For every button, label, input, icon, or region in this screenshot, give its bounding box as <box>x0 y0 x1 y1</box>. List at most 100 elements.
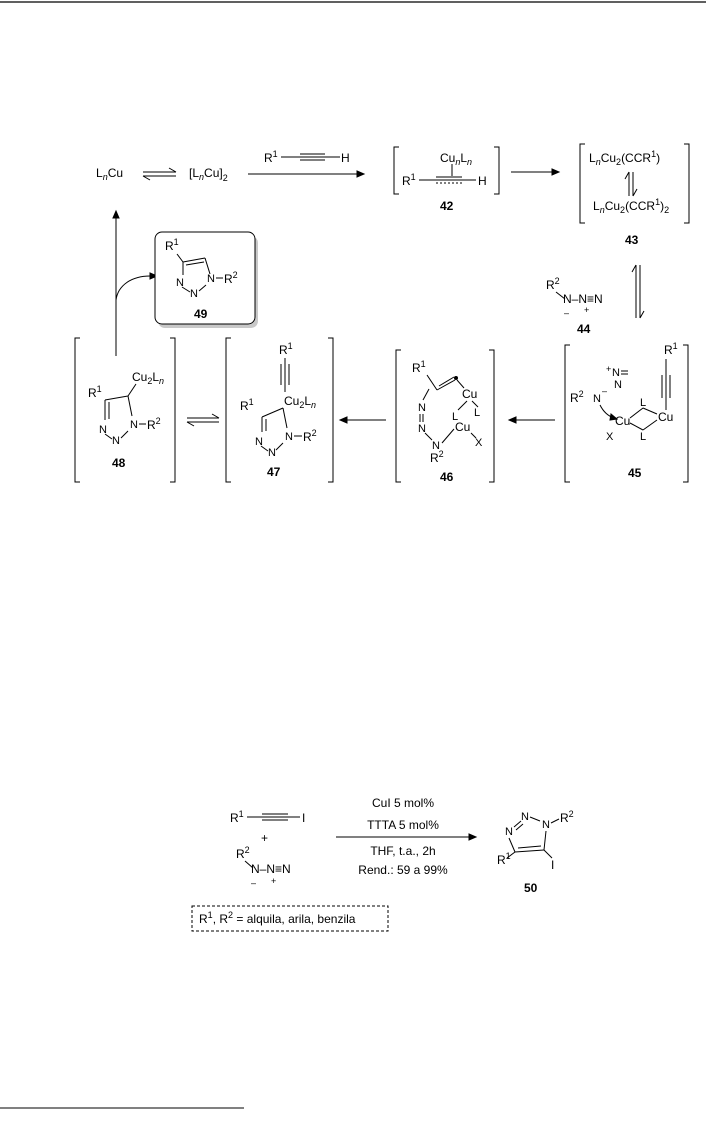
svg-text:49: 49 <box>194 307 208 321</box>
svg-text:R2: R2 <box>224 270 238 286</box>
arrow-46-to-47 <box>338 416 386 424</box>
svg-text:42: 42 <box>440 199 454 213</box>
svg-text:N: N <box>521 811 529 823</box>
svg-text:R2: R2 <box>560 809 574 825</box>
svg-text:R1: R1 <box>412 359 426 375</box>
svg-text:R1: R1 <box>230 809 244 825</box>
svg-text:R1: R1 <box>279 341 293 357</box>
svg-text:N: N <box>418 402 426 414</box>
reaction-conditions: CuI 5 mol% TTTA 5 mol% THF, t.a., 2h Ren… <box>336 796 478 877</box>
svg-text:Cu: Cu <box>658 410 673 424</box>
svg-text:N: N <box>190 288 198 300</box>
svg-text:N: N <box>614 379 622 391</box>
svg-text:LnCu2(CCR1)2: LnCu2(CCR1)2 <box>593 197 669 215</box>
svg-text:N: N <box>285 431 293 443</box>
svg-text:TTTA 5 mol%: TTTA 5 mol% <box>367 818 439 832</box>
svg-text:N: N <box>542 819 550 831</box>
equilibrium-arrow-1 <box>142 167 177 181</box>
svg-text:R2: R2 <box>430 449 444 465</box>
arrow-48-to-lncu <box>112 209 159 356</box>
arrow-45-to-46 <box>507 416 555 424</box>
svg-text:N: N <box>99 424 107 436</box>
svg-text:R2: R2 <box>236 845 250 861</box>
svg-text:R1: R1 <box>402 172 416 188</box>
lncu-species: LnCu <box>96 166 123 182</box>
svg-text:THF, t.a., 2h: THF, t.a., 2h <box>370 844 435 858</box>
svg-text:43: 43 <box>625 233 639 247</box>
substituent-note: R1, R2 = alquila, arila, benzila <box>191 905 389 932</box>
azide-44: R2 N–N≡N – + 44 <box>546 276 603 336</box>
svg-text:Cu2Ln: Cu2Ln <box>132 370 164 386</box>
organic-azide: R2 N–N≡N – + <box>236 845 291 888</box>
svg-text:48: 48 <box>112 456 126 470</box>
svg-text:44: 44 <box>577 322 591 336</box>
svg-text:R1: R1 <box>264 149 278 165</box>
svg-text:H: H <box>341 151 350 165</box>
svg-text:N: N <box>432 440 440 452</box>
svg-text:+: + <box>271 876 276 886</box>
svg-text:LnCu2(CCR1): LnCu2(CCR1) <box>589 149 660 167</box>
compound-46: R1 Cu L L Cu X N N N R2 46 <box>395 349 495 484</box>
svg-text:R1: R1 <box>88 384 102 400</box>
iodotriazole-scheme: R1 I + R2 N–N≡N – + CuI 5 mol% TTTA 5 mo… <box>191 796 574 932</box>
svg-text:Rend.: 59 a 99%: Rend.: 59 a 99% <box>358 863 448 877</box>
svg-text:R1, R2 = alquila, arila, benzi: R1, R2 = alquila, arila, benzila <box>199 910 356 926</box>
svg-text:R1: R1 <box>165 237 179 253</box>
svg-text:47: 47 <box>267 465 281 479</box>
svg-text:N: N <box>593 393 601 405</box>
svg-text:Cu: Cu <box>455 420 470 434</box>
svg-text:+: + <box>606 364 611 374</box>
svg-text:R2: R2 <box>570 389 584 405</box>
svg-text:Cu: Cu <box>462 387 477 401</box>
svg-text:R1: R1 <box>240 397 254 413</box>
svg-text:N: N <box>612 367 620 379</box>
svg-text:CunLn: CunLn <box>440 151 472 167</box>
svg-text:N: N <box>207 273 215 285</box>
svg-text:N: N <box>268 447 276 459</box>
svg-text:R1: R1 <box>497 851 511 867</box>
svg-text:N: N <box>112 435 120 447</box>
equilibrium-arrow-43-45 <box>631 264 645 319</box>
svg-text:H: H <box>478 174 487 188</box>
svg-text:N: N <box>505 826 513 838</box>
compound-43: LnCu2(CCR1) LnCu2(CCR1)2 43 <box>579 143 690 247</box>
svg-text:45: 45 <box>628 466 642 480</box>
svg-text:I: I <box>302 811 305 825</box>
svg-text:R2: R2 <box>147 416 161 432</box>
equilibrium-arrow-47-48 <box>186 413 220 427</box>
arrow-to-42 <box>248 170 366 178</box>
plus-sign: + <box>261 831 268 845</box>
svg-text:N: N <box>418 423 426 435</box>
svg-text:CuI 5 mol%: CuI 5 mol% <box>372 796 434 810</box>
svg-text:+: + <box>584 305 589 315</box>
compound-45: R1 + N N R2 N – Cu Cu L L X 45 <box>564 341 689 483</box>
compound-42: CunLn R1 H 42 <box>393 146 500 213</box>
alkyne-reagent: R1 H <box>264 149 350 165</box>
svg-text:R2: R2 <box>546 276 560 292</box>
svg-text:Cu: Cu <box>615 414 630 428</box>
compound-49: R1 N N N R2 49 <box>154 231 258 328</box>
svg-text:L: L <box>640 397 646 409</box>
svg-text:L: L <box>452 411 458 423</box>
svg-text:X: X <box>606 431 614 443</box>
svg-text:L: L <box>640 431 646 443</box>
svg-text:N–N≡N: N–N≡N <box>251 862 291 876</box>
compound-48: R1 Cu2Ln N N N R2 48 <box>74 337 176 483</box>
svg-text:N: N <box>130 419 138 431</box>
svg-text:LnCu: LnCu <box>96 166 123 182</box>
iodoalkyne-reagent: R1 I <box>230 809 305 825</box>
svg-text:[LnCu]2: [LnCu]2 <box>189 166 228 183</box>
svg-text:X: X <box>475 437 483 449</box>
svg-text:50: 50 <box>524 881 538 895</box>
svg-text:L: L <box>474 407 480 419</box>
catalytic-cycle-scheme: LnCu [LnCu]2 R1 H <box>74 143 690 484</box>
svg-text:N: N <box>255 436 263 448</box>
svg-text:–: – <box>251 878 256 888</box>
compound-47: R1 Cu2Ln R1 N N N R2 47 <box>225 337 334 483</box>
svg-text:–: – <box>602 386 607 396</box>
svg-text:–: – <box>564 308 569 318</box>
svg-text:R2: R2 <box>303 428 317 444</box>
svg-text:N–N≡N: N–N≡N <box>563 292 603 306</box>
